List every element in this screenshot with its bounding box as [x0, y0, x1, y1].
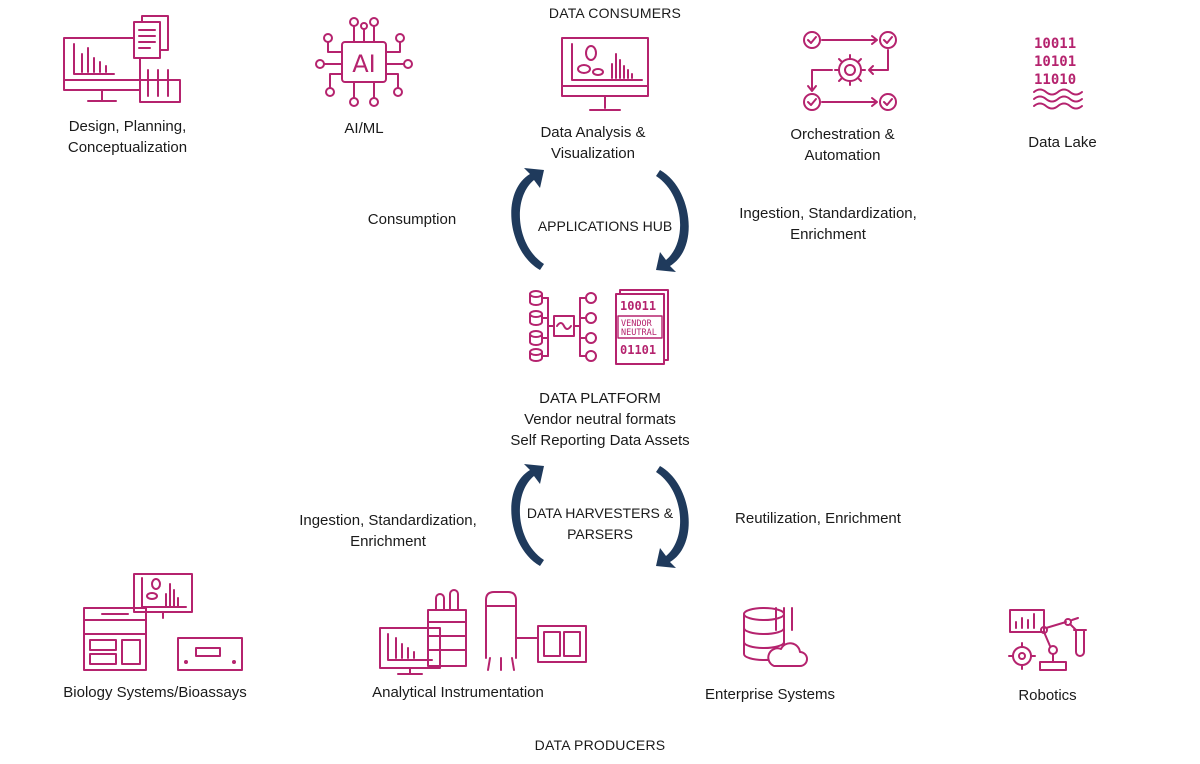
consumer-label-design: Design, Planning, Conceptualization — [40, 116, 215, 158]
bottom-left-flow-label: Ingestion, Standardization, Enrichment — [278, 510, 498, 552]
consumer-label-analysis-line1: Data Analysis & — [540, 124, 646, 141]
bottom-left-arc-arrow — [511, 464, 544, 566]
data-platform-title: DATA PLATFORM — [539, 390, 661, 407]
consumer-label-analysis: Data Analysis & Visualization — [513, 122, 673, 164]
data-platform-line2: Vendor neutral formats — [524, 411, 676, 428]
bottom-cycle-arrows — [511, 464, 689, 568]
bottom-right-arc-arrow — [656, 466, 689, 568]
top-right-flow-label: Ingestion, Standardization, Enrichment — [718, 203, 938, 245]
top-right-flow-label-line2: Enrichment — [790, 226, 866, 243]
platform-icon-row4: 01101 — [620, 343, 656, 357]
consumer-label-datalake: Data Lake — [1010, 132, 1115, 153]
producer-label-biology: Biology Systems/Bioassays — [63, 684, 247, 701]
monitor-analysis-icon — [561, 37, 649, 111]
consumer-label-aiml: AI/ML — [314, 118, 414, 139]
database-stack-icon — [529, 290, 543, 362]
reutilization-label: Reutilization, Enrichment — [735, 510, 901, 527]
ai-chip-icon: AI — [315, 17, 413, 107]
consumers-header: DATA CONSUMERS — [548, 5, 682, 21]
data-platform-line3: Self Reporting Data Assets — [510, 432, 690, 449]
instrument-monitor-icon — [379, 589, 587, 675]
lab-equipment-icon — [83, 573, 243, 671]
consumer-label-analysis-line2: Visualization — [551, 145, 635, 162]
data-platform-label: DATA PLATFORM Vendor neutral formats Sel… — [480, 388, 720, 451]
consumption-label: Consumption — [367, 211, 457, 228]
top-cycle-arrows — [511, 168, 689, 272]
data-platform-icon: 10011 VENDOR NEUTRAL 01101 — [529, 289, 669, 365]
consumer-label-design-line1: Design, Planning, — [68, 118, 187, 135]
data-lake-digits-row2: 10101 — [1034, 54, 1076, 70]
consumer-label-orchestration-line2: Automation — [804, 147, 881, 164]
top-right-arc-arrow — [656, 170, 689, 272]
robotics-gear-icon — [1008, 642, 1036, 670]
consumer-label-orchestration: Orchestration & Automation — [770, 124, 915, 166]
data-lake-digits-row3: 11010 — [1034, 72, 1076, 88]
consumer-label-orchestration-line1: Orchestration & — [790, 126, 895, 143]
data-lake-digits-row1: 10011 — [1034, 36, 1076, 52]
data-harvesters-label: DATA HARVESTERS & PARSERS — [515, 503, 685, 545]
monitor-chart-docs-icon — [63, 15, 181, 103]
bottom-left-flow-label-line2: Enrichment — [350, 533, 426, 550]
platform-icon-row2: VENDOR — [621, 319, 653, 329]
ai-chip-text: AI — [352, 50, 376, 78]
top-right-flow-label-line1: Ingestion, Standardization, — [739, 205, 917, 222]
robot-arm-icon — [1008, 609, 1087, 671]
producers-header: DATA PRODUCERS — [534, 737, 666, 753]
binary-lake-icon: 10011 10101 11010 — [1033, 36, 1083, 110]
data-harvesters-line1: DATA HARVESTERS & — [526, 505, 674, 521]
bottom-left-flow-label-line1: Ingestion, Standardization, — [299, 512, 477, 529]
top-left-arc-arrow — [511, 168, 544, 270]
gear-workflow-icon — [803, 31, 897, 111]
platform-icon-row1: 10011 — [620, 299, 656, 313]
producer-label-robotics: Robotics — [1018, 687, 1077, 704]
consumer-label-datalake-line1: Data Lake — [1028, 134, 1097, 151]
applications-hub-label: APPLICATIONS HUB — [537, 218, 673, 234]
consumer-label-design-line2: Conceptualization — [67, 139, 188, 156]
producer-label-enterprise: Enterprise Systems — [704, 686, 836, 703]
consumer-label-aiml-line1: AI/ML — [344, 120, 384, 137]
platform-icon-row3: NEUTRAL — [621, 328, 657, 338]
data-harvesters-line2: PARSERS — [567, 526, 633, 542]
producer-label-analytical: Analytical Instrumentation — [372, 684, 544, 701]
database-cloud-icon — [743, 607, 808, 667]
